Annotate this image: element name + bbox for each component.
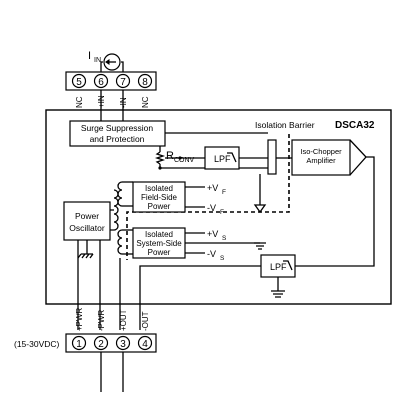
- supply-range-label: (15-30VDC): [14, 339, 60, 349]
- sys-vplus-label: +V: [207, 229, 218, 239]
- current-source: I IN: [88, 50, 124, 72]
- terminal-5-number: 5: [76, 77, 82, 88]
- oscillator-label-line2: Oscillator: [69, 223, 105, 233]
- terminal-2-number: 2: [98, 339, 104, 350]
- terminal-8[interactable]: 8: [137, 73, 153, 89]
- pin-label-plus-out: +OUT: [119, 309, 128, 331]
- pin-label-nc-5: NC: [75, 96, 84, 108]
- field-side-power-block: [132, 181, 186, 213]
- system-power-line1: Isolated: [145, 230, 173, 239]
- isolation-barrier-label: Isolation Barrier: [255, 120, 315, 130]
- field-power-line1: Isolated: [145, 184, 173, 193]
- top-terminal-block: [65, 71, 157, 91]
- current-source-subscript: IN: [94, 57, 101, 64]
- field-power-line2: Field-Side: [141, 193, 178, 202]
- amplifier-label-line1: Iso-Chopper: [300, 147, 342, 156]
- pin-label-nc-8: NC: [141, 96, 150, 108]
- terminal-5[interactable]: 5: [71, 73, 87, 89]
- surge-label-line2: and Protection: [90, 134, 145, 144]
- field-vminus-label: -V: [207, 203, 216, 213]
- top-terminals: 5 6 7 8: [71, 73, 153, 89]
- field-power-line3: Power: [148, 202, 171, 211]
- pin-label-plus-pwr: +PWR: [75, 307, 84, 331]
- oscillator-label-line1: Power: [75, 211, 99, 221]
- system-side-power-block: [132, 227, 186, 259]
- terminal-2[interactable]: 2: [93, 335, 109, 351]
- amplifier-label-line2: Amplifier: [306, 156, 336, 165]
- system-power-line2: System-Side: [136, 239, 182, 248]
- power-transformer: [113, 181, 133, 255]
- field-vminus-subscript: F: [220, 209, 224, 216]
- terminal-1-number: 1: [76, 339, 82, 350]
- terminal-3-number: 3: [120, 339, 126, 350]
- bottom-terminal-block: [65, 333, 157, 353]
- terminal-4[interactable]: 4: [137, 335, 153, 351]
- chopper-transformer: [267, 139, 277, 175]
- input-lpf-label: LPF: [214, 154, 231, 164]
- amplifier-block: [291, 139, 351, 176]
- surge-label-line1: Surge Suppression: [81, 123, 154, 133]
- current-source-label: I: [88, 50, 91, 62]
- bottom-terminals: 1 2 3 4: [71, 335, 153, 351]
- module-outline: [45, 109, 392, 305]
- rconv-subscript: CONV: [174, 157, 195, 164]
- terminal-6-number: 6: [98, 77, 104, 88]
- rconv-label: R: [166, 150, 174, 162]
- isolation-barrier-line: [126, 134, 290, 260]
- system-power-line3: Power: [148, 248, 171, 257]
- field-vplus-label: +V: [207, 183, 218, 193]
- pin-label-minus-pwr: -PWR: [97, 309, 106, 331]
- terminal-8-number: 8: [142, 77, 148, 88]
- sys-vminus-label: -V: [207, 249, 216, 259]
- terminal-6[interactable]: 6: [93, 73, 109, 89]
- terminal-7[interactable]: 7: [115, 73, 131, 89]
- terminal-7-number: 7: [120, 77, 126, 88]
- terminal-3[interactable]: 3: [115, 335, 131, 351]
- sys-vminus-subscript: S: [220, 255, 225, 262]
- terminal-4-number: 4: [142, 339, 148, 350]
- field-vplus-subscript: F: [222, 189, 226, 196]
- terminal-1[interactable]: 1: [71, 335, 87, 351]
- power-oscillator-block: [63, 201, 111, 241]
- pin-label-minus-out: -OUT: [141, 311, 150, 331]
- output-lpf-label: LPF: [270, 262, 287, 272]
- model-name: DSCA32: [335, 120, 375, 131]
- sys-vplus-subscript: S: [222, 235, 227, 242]
